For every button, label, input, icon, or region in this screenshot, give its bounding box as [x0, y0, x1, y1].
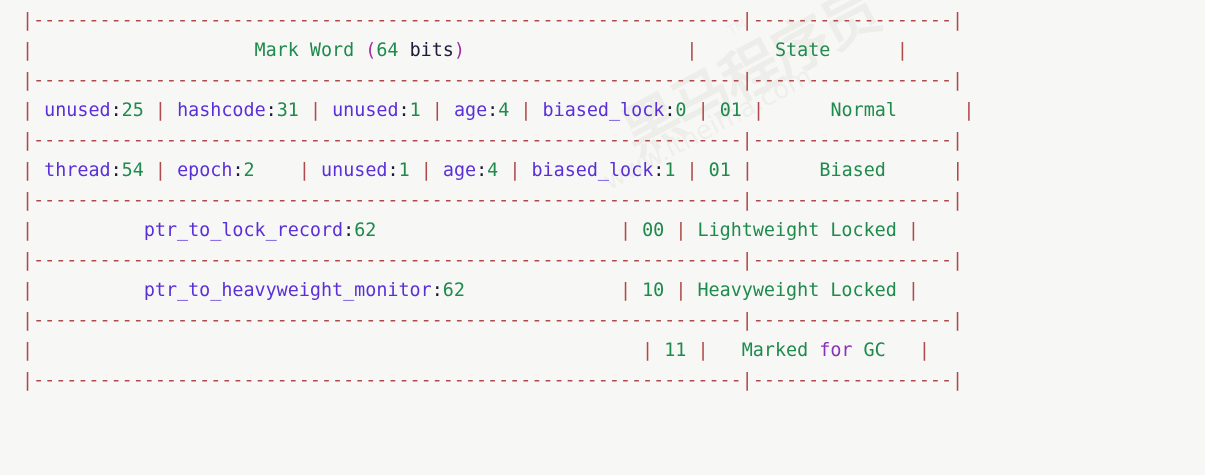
row-normal-field-1-size: 31 — [276, 100, 299, 121]
row-heavyweight-mid-divider: | — [675, 280, 687, 301]
colon-0-4: : — [664, 100, 676, 121]
header-right-border: | — [896, 40, 908, 61]
row-gc-right-border: | — [918, 340, 930, 361]
header-open-paren: ( — [365, 40, 377, 61]
row-biased-left-border: | — [22, 160, 34, 181]
row-normal-field-3-name: age — [453, 100, 488, 121]
sep: | — [154, 160, 166, 181]
colon-0-1: : — [265, 100, 277, 121]
row-biased-state: Biased — [819, 160, 886, 181]
header-close-paren: ) — [453, 40, 465, 61]
row-normal-mid-divider: | — [752, 100, 765, 121]
row-normal-field-4-name: biased_lock — [542, 100, 665, 121]
border-line-5: |---------------------------------------… — [22, 310, 964, 331]
row-normal-state: Normal — [830, 100, 897, 121]
row-heavyweight-left-border: | — [22, 280, 34, 301]
border-line-4: |---------------------------------------… — [22, 250, 964, 271]
row-normal-field-0-size: 25 — [121, 100, 144, 121]
colon-2-0: : — [343, 220, 355, 241]
row-normal-field-2-name: unused — [332, 100, 399, 121]
row-header-left-border: | — [22, 40, 34, 61]
border-line-bottom: |---------------------------------------… — [22, 370, 964, 391]
colon-1-0: : — [110, 160, 122, 181]
sep: | — [686, 160, 698, 181]
row-biased-right-border: | — [952, 160, 964, 181]
colon-1-2: : — [387, 160, 399, 181]
row-biased-field-3-size: 4 — [487, 160, 499, 181]
header-state-label: State — [775, 40, 831, 61]
row-biased-field-0-size: 54 — [121, 160, 144, 181]
border-line-1: |---------------------------------------… — [22, 70, 964, 91]
row-heavyweight-right-border: | — [907, 280, 919, 301]
row-normal-field-0-name: unused — [44, 100, 111, 121]
row-lightweight-right-border: | — [907, 220, 919, 241]
colon-3-0: : — [431, 280, 443, 301]
colon-1-4: : — [653, 160, 665, 181]
sep: | — [298, 160, 310, 181]
row-normal-tag-bits: 01 — [719, 100, 742, 121]
ascii-art-table: |---------------------------------------… — [22, 6, 974, 396]
row-heavyweight-state: Heavyweight Locked — [697, 280, 897, 301]
colon-1-3: : — [476, 160, 488, 181]
row-lightweight-field-0-name: ptr_to_lock_record — [143, 220, 344, 241]
colon-1-1: : — [232, 160, 244, 181]
sep: | — [642, 340, 654, 361]
colon-0-0: : — [110, 100, 122, 121]
sep: | — [309, 100, 322, 121]
header-mark-word-label: Mark Word — [254, 40, 355, 61]
sep: | — [154, 100, 166, 121]
row-heavyweight-field-0-size: 62 — [442, 280, 465, 301]
colon-0-3: : — [487, 100, 499, 121]
row-biased-field-1-size: 2 — [243, 160, 255, 181]
row-biased-field-2-size: 1 — [398, 160, 410, 181]
row-lightweight-state: Lightweight Locked — [697, 220, 897, 241]
row-gc-tag-bits: 11 — [664, 340, 687, 361]
border-line-2: |---------------------------------------… — [22, 130, 964, 151]
border-line-3: |---------------------------------------… — [22, 190, 964, 211]
row-normal-field-2-size: 1 — [409, 100, 421, 121]
row-lightweight-field-0-size: 62 — [354, 220, 377, 241]
row-heavyweight-field-0-name: ptr_to_heavyweight_monitor — [143, 280, 432, 301]
sep: | — [619, 280, 632, 301]
row-biased-field-1-name: epoch — [177, 160, 233, 181]
row-biased-field-3-name: age — [442, 160, 477, 181]
row-normal-right-border: | — [963, 100, 975, 121]
border-line-top: |---------------------------------------… — [22, 10, 964, 31]
row-gc-state-prefix: Marked — [741, 340, 809, 361]
row-lightweight-mid-divider: | — [675, 220, 687, 241]
row-lightweight-tag-bits: 00 — [642, 220, 665, 241]
row-normal-field-1-name: hashcode — [177, 100, 266, 121]
sep: | — [619, 220, 632, 241]
row-biased-tag-bits: 01 — [708, 160, 731, 181]
row-gc-state-keyword: for — [819, 340, 853, 361]
row-normal-field-3-size: 4 — [498, 100, 510, 121]
row-gc-left-border: | — [22, 340, 34, 361]
row-biased-field-0-name: thread — [44, 160, 111, 181]
sep: | — [420, 160, 432, 181]
header-bit-width: 64 — [376, 40, 399, 61]
header-bits-unit: bits — [398, 40, 454, 61]
row-biased-field-4-size: 1 — [664, 160, 676, 181]
sep: | — [520, 100, 532, 121]
sep: | — [431, 100, 443, 121]
sep: | — [697, 100, 709, 121]
row-normal-left-border: | — [22, 100, 34, 121]
header-mid-divider: | — [686, 40, 698, 61]
colon-0-2: : — [398, 100, 410, 121]
row-biased-field-4-name: biased_lock — [531, 160, 654, 181]
row-lightweight-left-border: | — [22, 220, 34, 241]
row-biased-mid-divider: | — [741, 160, 753, 181]
sep: | — [509, 160, 521, 181]
row-gc-mid-divider: | — [697, 340, 709, 361]
row-normal-field-4-size: 0 — [675, 100, 687, 121]
row-biased-field-2-name: unused — [321, 160, 388, 181]
row-heavyweight-tag-bits: 10 — [642, 280, 665, 301]
row-gc-state-suffix: GC — [863, 340, 886, 361]
